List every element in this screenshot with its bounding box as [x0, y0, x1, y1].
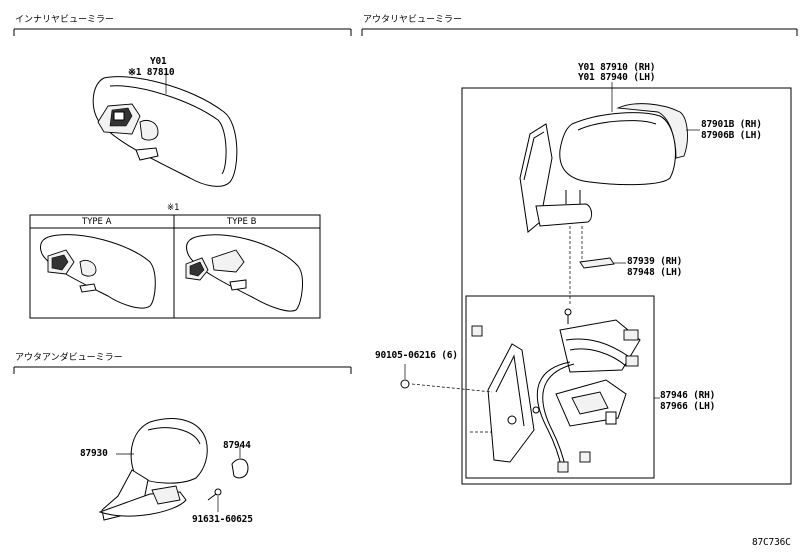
type-table-note: ※1 — [167, 203, 180, 213]
screw-90105-illustration — [400, 364, 410, 389]
part-label-87930: 87930 — [80, 448, 108, 459]
type-b-illustration — [185, 234, 303, 312]
part-label-87946: 87946 (RH) — [660, 390, 716, 401]
outer-mirror-frame — [461, 87, 792, 485]
inner-mirror-illustration — [92, 70, 238, 187]
section-title-inner-mirror: インナリヤビューミラー — [15, 15, 115, 25]
type-b-header: TYPE B — [227, 217, 257, 227]
wiring-subframe — [465, 295, 655, 479]
part-label-91631: 91631-60625 — [192, 514, 253, 525]
part-label-87910: Y01 87910 (RH) — [578, 62, 656, 73]
part-label-87940: Y01 87940 (LH) — [578, 72, 656, 83]
outer-mirror-illustration — [519, 103, 700, 324]
part-label-87810: ※1 87810 — [128, 67, 175, 78]
wiring-harness-illustration — [411, 319, 660, 473]
section-title-under-mirror: アウタアンダビューミラー — [15, 353, 123, 363]
part-label-y01: Y01 — [150, 56, 167, 67]
part-label-87944: 87944 — [223, 440, 251, 451]
section-bracket-under — [13, 366, 352, 374]
type-table — [29, 214, 321, 319]
part-label-87948: 87948 (LH) — [627, 267, 683, 278]
part-label-87901b: 87901B (RH) — [701, 119, 762, 130]
type-a-header: TYPE A — [82, 217, 112, 227]
diagram-code: 87C736C — [752, 537, 791, 548]
type-a-illustration — [39, 234, 156, 309]
section-bracket-outer — [361, 28, 798, 36]
part-label-90105: 90105-06216 (6) — [375, 350, 458, 361]
part-label-87966: 87966 (LH) — [660, 401, 716, 412]
section-bracket-inner — [13, 28, 352, 36]
under-mirror-illustration — [98, 418, 249, 521]
part-label-87939: 87939 (RH) — [627, 256, 683, 267]
section-title-outer-mirror: アウタリヤビューミラー — [363, 15, 463, 25]
part-label-87906b: 87906B (LH) — [701, 130, 762, 141]
